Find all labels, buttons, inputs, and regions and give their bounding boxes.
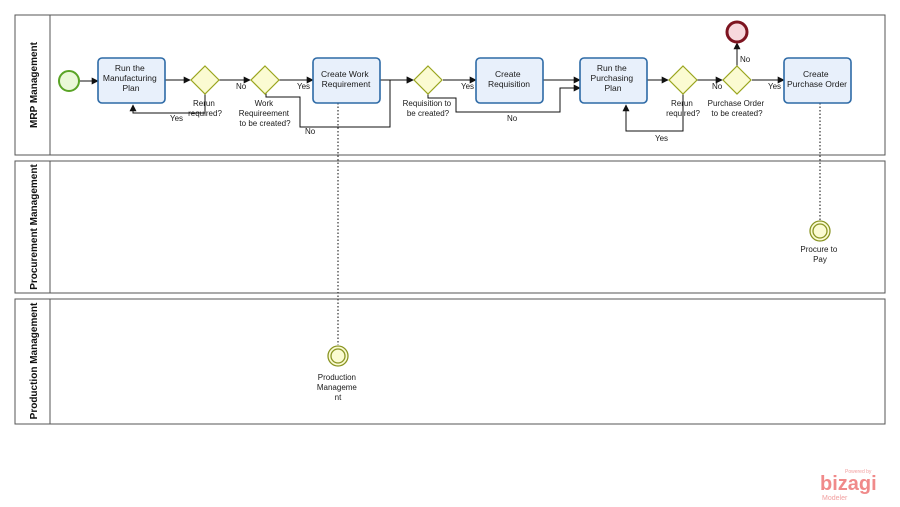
logo-powered-by: Powered by xyxy=(845,469,872,475)
lane-production-management: Production Management xyxy=(14,298,886,425)
flow-label-no-workreq: No xyxy=(305,127,316,136)
gateway-label-purchase-order: Purchase Order to be created? xyxy=(708,99,767,118)
flow-label-no-requisition: No xyxy=(507,114,518,123)
logo-brand: bizagi xyxy=(820,473,877,495)
task-label-create-requisition: Create Requisition xyxy=(488,69,530,89)
logo-product: Modeler xyxy=(822,495,848,502)
lane-title-mrp: MRP Management xyxy=(29,41,40,128)
sequence-flows xyxy=(79,42,785,132)
start-event[interactable] xyxy=(58,70,80,92)
lane-title-production: Production Management xyxy=(29,302,40,419)
lane-title-procurement: Procurement Management xyxy=(29,164,40,290)
task-run-manufacturing-plan[interactable] xyxy=(97,57,166,104)
gateway-label-rerun-2: Rerun required? xyxy=(666,99,700,118)
task-run-purchasing-plan[interactable] xyxy=(579,57,648,104)
gateway-label-rerun-1: Rerun required? xyxy=(188,99,222,118)
bizagi-logo: Powered by bizagi Modeler xyxy=(820,469,877,502)
gateway-rerun-required-2[interactable] xyxy=(668,65,698,95)
event-label-production-management: Production Manageme nt xyxy=(317,373,359,402)
flow-label-yes-requisition: Yes xyxy=(461,82,474,91)
task-label-run-purchasing-plan: Run the Purchasing Plan xyxy=(591,63,636,93)
event-label-procure-to-pay: Procure to Pay xyxy=(800,245,839,264)
task-create-work-requirement[interactable] xyxy=(312,57,381,104)
flow-requisition-no xyxy=(427,84,581,113)
flow-label-yes-rerun2: Yes xyxy=(655,134,668,143)
gateway-label-requisition: Requisition to be created? xyxy=(403,99,454,118)
flow-label-yes-workreq: Yes xyxy=(297,82,310,91)
intermediate-event-production-management[interactable] xyxy=(327,345,349,367)
task-create-requisition[interactable] xyxy=(475,57,544,104)
end-event[interactable] xyxy=(725,20,749,44)
flow-label-no-rerun1: No xyxy=(236,82,247,91)
task-label-create-work-req: Create Work Requirement xyxy=(321,69,371,89)
gateway-rerun-required-1[interactable] xyxy=(190,65,220,95)
flow-label-yes-rerun1: Yes xyxy=(170,114,183,123)
task-label-create-po: Create Purchase Order xyxy=(787,69,847,89)
gateway-requisition[interactable] xyxy=(413,65,443,95)
flow-rerun2-yes-loop xyxy=(622,94,684,132)
flow-rerun1-yes-loop xyxy=(129,94,206,114)
task-label-run-mfg-plan: Run the Manufacturing Plan xyxy=(103,63,159,93)
flow-label-no-po: No xyxy=(740,55,751,64)
task-create-purchase-order[interactable] xyxy=(783,57,852,104)
gateway-label-work-req: Work Requireement to be created? xyxy=(239,99,291,128)
intermediate-event-procure-to-pay[interactable] xyxy=(809,220,831,242)
gateway-purchase-order[interactable] xyxy=(722,65,752,95)
gateway-work-requirement[interactable] xyxy=(250,65,280,95)
flow-label-yes-po: Yes xyxy=(768,82,781,91)
flow-label-no-rerun2: No xyxy=(712,82,723,91)
lane-procurement-management: Procurement Management xyxy=(14,160,886,294)
